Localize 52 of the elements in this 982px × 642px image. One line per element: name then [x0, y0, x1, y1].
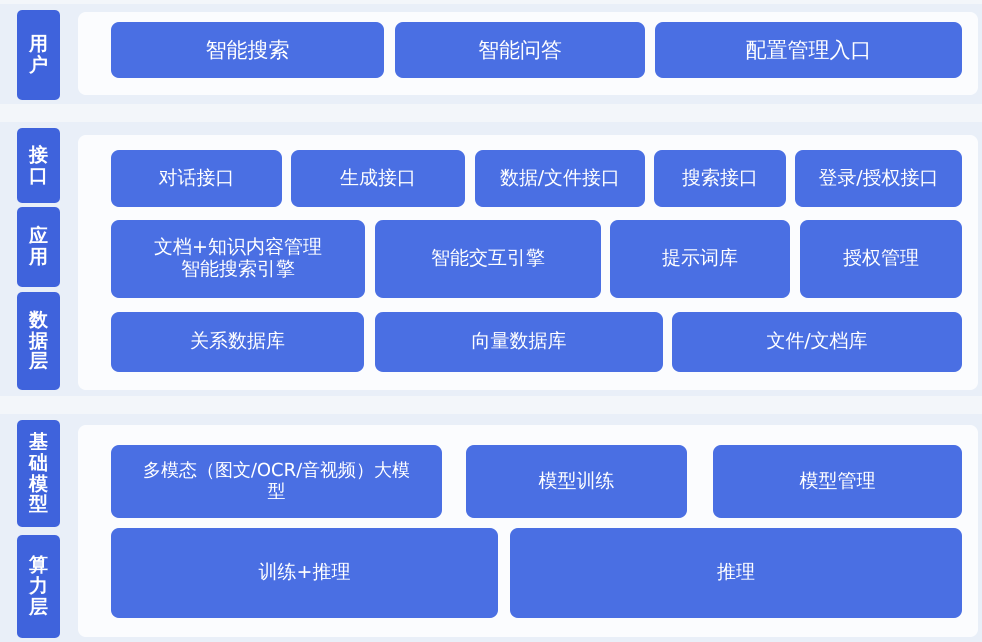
- layer-tag: [17, 292, 60, 390]
- module-label: 文件/文档库: [766, 331, 868, 353]
- module-label: 数据/文件接口: [500, 168, 620, 190]
- module-label: 模型训练: [538, 470, 614, 492]
- layer-label: 数据层: [29, 310, 48, 372]
- module-box: [111, 312, 364, 372]
- module-label: 智能搜索: [206, 38, 290, 62]
- module-box: [111, 528, 498, 618]
- layer-label: 基础模型: [29, 432, 48, 516]
- module-label: 多模态（图文/OCR/音视频）大模型: [142, 460, 412, 502]
- layer-tag: [17, 535, 60, 638]
- module-box: [375, 220, 601, 298]
- module-label: 关系数据库: [190, 331, 285, 353]
- module-label: 训练+推理: [258, 562, 350, 584]
- module-box: [654, 150, 786, 207]
- module-box: [610, 220, 790, 298]
- module-label: 推理: [717, 562, 755, 584]
- module-box: [795, 150, 962, 207]
- module-label: 生成接口: [340, 168, 416, 190]
- module-label: 向量数据库: [472, 331, 566, 353]
- layer-tag: [17, 128, 60, 203]
- layer-label: 算力层: [29, 555, 48, 618]
- layer-label: 接口: [29, 144, 48, 186]
- module-box: [291, 150, 465, 207]
- module-label: 智能问答: [478, 38, 562, 62]
- layer-tag: [17, 10, 60, 100]
- module-box: [510, 528, 962, 618]
- module-label: 搜索接口: [682, 168, 758, 190]
- module-label: 智能交互引擎: [431, 248, 545, 270]
- module-label: 对话接口: [158, 168, 234, 190]
- module-label: 配置管理入口: [746, 38, 872, 62]
- module-box: [111, 445, 442, 518]
- module-box: [111, 150, 282, 207]
- module-box: [375, 312, 663, 372]
- module-box: [111, 220, 365, 298]
- module-box: [466, 445, 687, 518]
- module-label: 模型管理: [800, 470, 876, 492]
- layer-label: 用户: [29, 34, 48, 76]
- module-label: 提示词库: [662, 248, 738, 270]
- module-box: [713, 445, 962, 518]
- module-label: 登录/授权接口: [818, 168, 939, 190]
- module-box: [800, 220, 962, 298]
- module-label: 文档+知识内容管理智能搜索引擎: [153, 237, 323, 281]
- module-box: [111, 22, 384, 78]
- layer-label: 应用: [29, 226, 48, 268]
- module-label: 授权管理: [843, 248, 919, 270]
- layer-tag: [17, 420, 60, 527]
- module-box: [672, 312, 962, 372]
- layer-tag: [17, 207, 60, 287]
- module-box: [395, 22, 645, 78]
- module-box: [475, 150, 645, 207]
- module-box: [655, 22, 962, 78]
